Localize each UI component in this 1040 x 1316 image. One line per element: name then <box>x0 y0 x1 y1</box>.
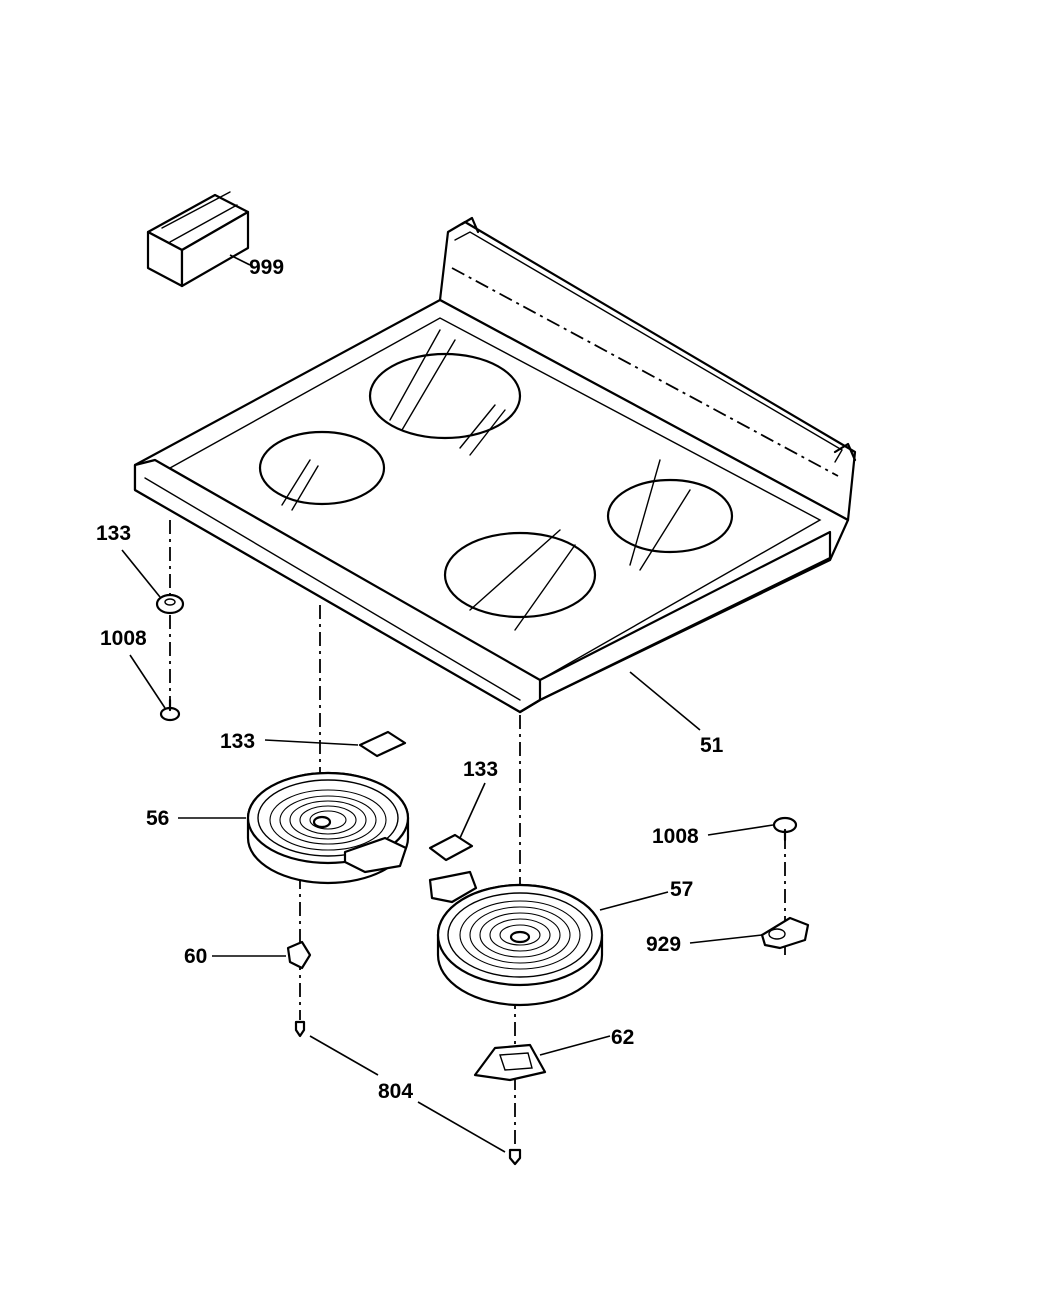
label-133-mid: 133 <box>220 730 255 753</box>
element-large-part <box>428 870 604 1007</box>
pad-mid-part <box>358 730 407 758</box>
label-999: 999 <box>249 256 284 279</box>
leader-1008-right <box>707 824 774 836</box>
element-small-part <box>246 771 410 885</box>
label-51: 51 <box>700 734 724 757</box>
cooktop-glass-part <box>133 216 857 714</box>
leader-133-mid <box>264 739 359 746</box>
label-133-left: 133 <box>96 522 131 545</box>
leader-804-a <box>309 1035 379 1076</box>
kit-box-part <box>146 191 250 288</box>
label-133-right: 133 <box>463 758 498 781</box>
label-56: 56 <box>146 807 169 830</box>
screw-804-b <box>508 1148 522 1166</box>
pad-right-part <box>428 833 474 862</box>
leader-62 <box>539 1035 611 1056</box>
label-57: 57 <box>670 878 693 901</box>
leader-804-b <box>417 1101 506 1153</box>
label-60: 60 <box>184 945 207 968</box>
screw-right-part <box>772 816 798 842</box>
leader-51 <box>629 671 701 731</box>
leader-133-left <box>121 549 161 598</box>
label-1008-left: 1008 <box>100 627 147 650</box>
pad-round-part <box>155 593 185 615</box>
leader-57 <box>599 891 669 911</box>
label-929: 929 <box>646 933 681 956</box>
bracket-62-part <box>473 1043 547 1082</box>
leader-133-right <box>459 782 486 839</box>
label-62: 62 <box>611 1026 634 1049</box>
bracket-60-part <box>286 940 312 970</box>
leader-929 <box>689 934 763 944</box>
label-1008-right: 1008 <box>652 825 699 848</box>
screw-804-a <box>294 1020 306 1038</box>
screw-left-part <box>159 698 181 722</box>
label-804: 804 <box>378 1080 413 1103</box>
clip-929-part <box>760 916 810 950</box>
leader-999 <box>229 254 251 266</box>
leader-1008-left <box>129 654 166 709</box>
